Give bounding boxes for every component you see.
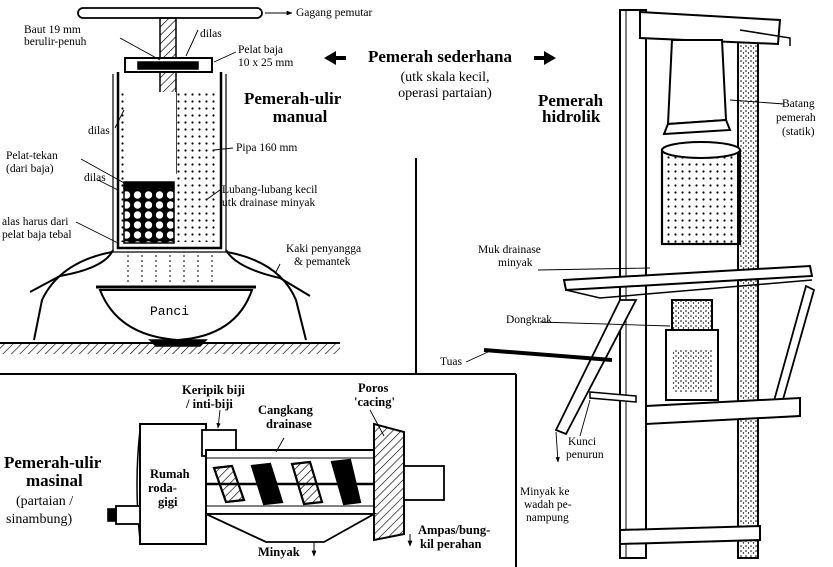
label-minyak-ke-2: wadah pe- <box>524 499 572 511</box>
label-baut-2: berulir-penuh <box>24 36 87 48</box>
label-batang-1: Batang <box>782 98 815 110</box>
label-poros-2: 'cacing' <box>354 395 395 409</box>
main-title: Pemerah sederhana <box>367 47 512 66</box>
hydraulic-heading-1: Pemerah <box>538 91 604 110</box>
label-cangkang-2: drainase <box>266 417 312 431</box>
panel-dividers <box>0 158 517 567</box>
label-muk-1: Muk drainase <box>478 244 541 256</box>
title-arrows <box>324 51 556 65</box>
label-rumah-3: gigi <box>158 495 178 509</box>
label-batang-3: (statik) <box>782 126 815 138</box>
subtitle-line1: (utk skala kecil, <box>400 70 490 85</box>
label-pelat-2: 10 x 25 mm <box>238 57 294 69</box>
manual-heading-1: Pemerah-ulir <box>244 89 342 108</box>
label-rumah-1: Rumah <box>150 467 190 481</box>
label-gagang: Gagang pemutar <box>296 7 373 19</box>
manual-heading-2: manual <box>272 107 328 126</box>
label-dilas-top: dilas <box>200 28 222 40</box>
label-cangkang-1: Cangkang <box>258 403 313 417</box>
label-pelat-tekan-1: Pelat-tekan <box>6 150 58 162</box>
label-batang-2: pemerah <box>776 112 816 124</box>
label-dilas-left: dilas <box>88 125 110 137</box>
label-kaki-1: Kaki penyangga <box>286 243 362 255</box>
label-dongkrak: Dongkrak <box>506 314 552 326</box>
motor-press-drawing <box>107 409 445 557</box>
motor-heading-2: masinal <box>26 471 83 490</box>
label-alas-1: alas harus dari <box>2 216 69 228</box>
hydraulic-heading-2: hidrolik <box>542 107 601 126</box>
label-kunci-1: Kunci <box>568 436 597 448</box>
label-minyak-ke-1: Minyak ke <box>520 486 570 498</box>
label-keripik-1: Keripik biji <box>182 383 245 397</box>
manual-press-drawing <box>0 7 340 354</box>
label-ampas-1: Ampas/bung- <box>418 523 491 537</box>
label-tuas: Tuas <box>440 356 462 368</box>
label-minyak-ke-3: nampung <box>526 512 569 524</box>
label-kunci-2: penurun <box>566 449 604 461</box>
label-alas-2: pelat baja tebal <box>2 229 72 241</box>
label-kaki-2: & pemantek <box>294 256 351 268</box>
label-pipa: Pipa 160 mm <box>236 142 298 154</box>
label-ampas-2: kil perahan <box>420 537 482 551</box>
label-pelat-1: Pelat baja <box>238 44 284 56</box>
label-minyak: Minyak <box>258 545 300 559</box>
label-muk-2: minyak <box>498 257 533 269</box>
subtitle-line2: operasi partaian) <box>398 86 492 101</box>
label-lubang-1: Lubang-lubang kecil <box>222 184 318 196</box>
label-pelat-tekan-2: (dari baja) <box>6 163 54 175</box>
label-panci: Panci <box>150 304 190 319</box>
label-baut-1: Baut 19 mm <box>24 24 81 36</box>
motor-heading-3: (partaian / <box>16 494 74 509</box>
label-rumah-2: roda- <box>148 481 177 495</box>
label-dilas-mid: dilas <box>84 172 106 184</box>
label-keripik-2: / inti-biji <box>186 397 233 411</box>
hydraulic-press-drawing <box>465 9 816 559</box>
motor-heading-4: sinambung) <box>6 512 73 527</box>
motor-heading-1: Pemerah-ulir <box>4 453 102 472</box>
label-poros-1: Poros <box>358 381 389 395</box>
label-lubang-2: utk drainase minyak <box>222 197 316 209</box>
